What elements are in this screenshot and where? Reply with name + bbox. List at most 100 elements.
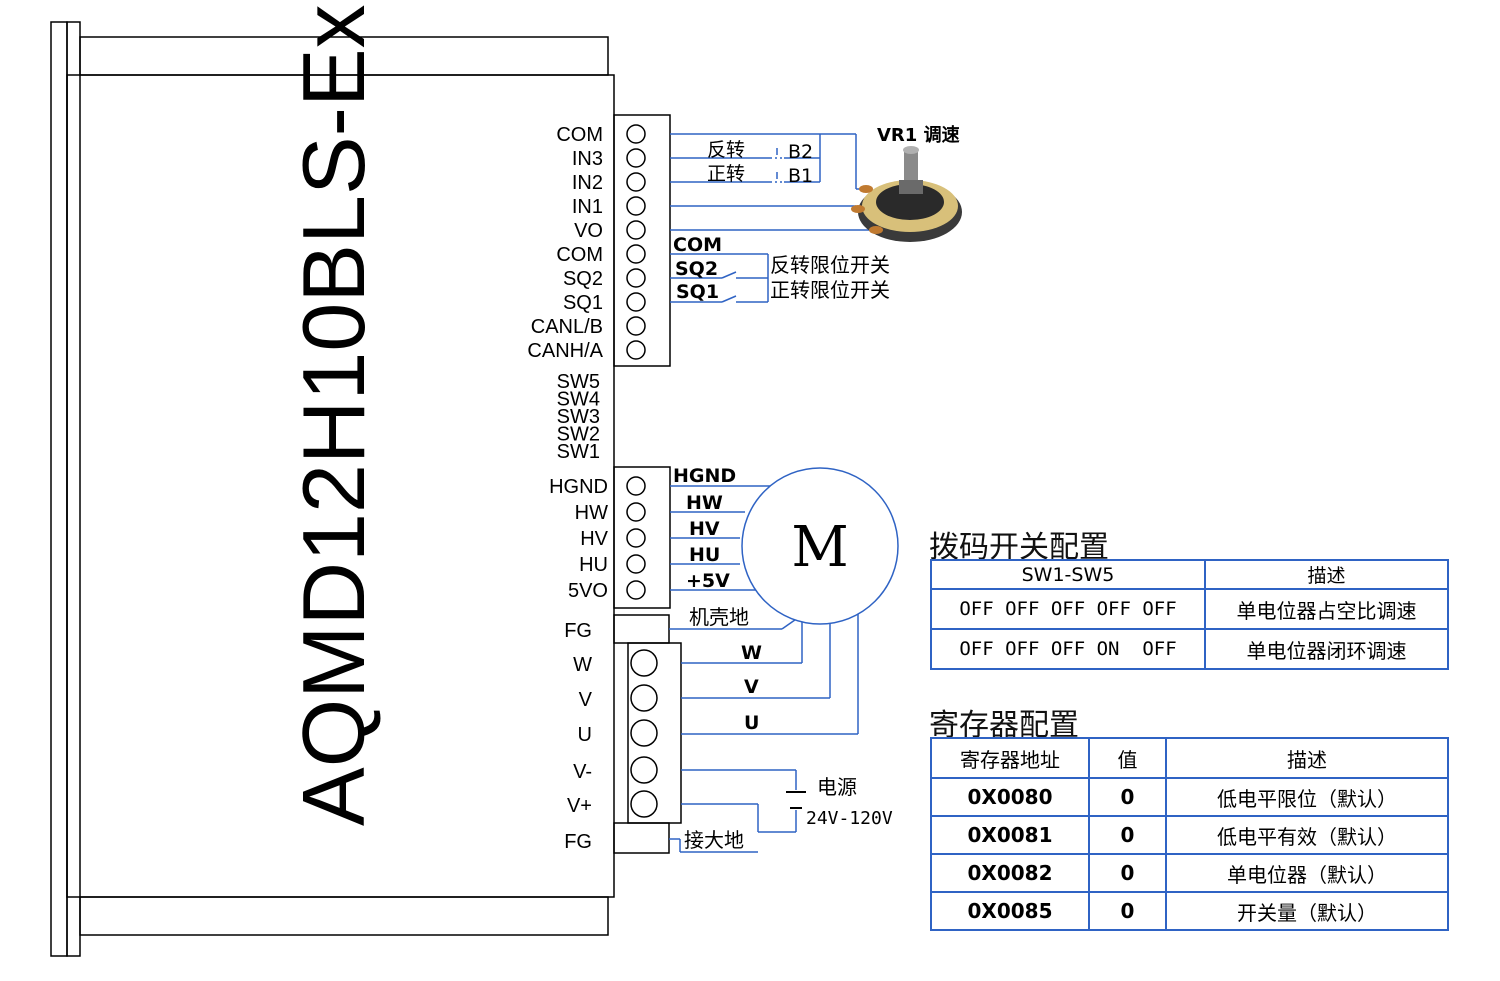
register-val: 0 [1088,853,1167,893]
pin-label: HGND [549,476,608,498]
label-sq2: SQ2 [675,258,718,280]
terminal-screw-icon [626,148,646,168]
label-com-limit: COM [673,234,722,256]
model-label: AQMD12H10BLS-Ex [284,4,383,826]
pin-label: HW [575,502,608,524]
terminal-screw-icon [626,292,646,312]
table-row: 0X0081 0 低电平有效（默认） [930,815,1449,855]
terminal-screw-icon [626,554,646,574]
register-desc: 低电平限位（默认） [1165,777,1449,817]
label-hall-hw: HW [686,492,723,514]
terminal-screw-icon [626,124,646,144]
motor-label: M [791,515,848,580]
motor-icon [741,467,899,625]
pin-label: IN3 [572,148,603,170]
label-reverse: 反转 [707,139,745,161]
label-power: 电源 [817,775,857,799]
table-header-row: SW1-SW5 描述 [930,559,1449,590]
terminal-screw-icon [626,196,646,216]
label-forward: 正转 [707,163,745,185]
header-desc: 描述 [1165,737,1449,779]
pin-label: HU [579,554,608,576]
label-reverse-limit: 反转限位开关 [770,253,890,277]
switch-label: SW5 [557,371,600,393]
switch-label: SW3 [557,406,600,428]
switch-label: SW4 [557,389,600,411]
label-phase-v: V [744,676,759,698]
terminal-screw-icon [626,316,646,336]
label-hall-hv: HV [689,518,720,540]
label-hall-5v: +5V [686,570,730,592]
header-val: 值 [1088,737,1167,779]
pin-label: U [578,724,592,746]
terminal-screw-icon [626,268,646,288]
terminal-screw-icon [626,244,646,264]
register-desc: 开关量（默认） [1165,891,1449,931]
pin-label: COM [556,244,603,266]
register-desc: 单电位器（默认） [1165,853,1449,893]
terminal-screw-icon [626,528,646,548]
pin-label: VO [574,220,603,242]
terminal-screw-icon [630,756,658,784]
label-b2: B2 [788,141,813,163]
power-supply-symbol [786,791,806,809]
terminal-screw-icon [626,340,646,360]
terminal-screw-icon [626,580,646,600]
pin-label: FG [564,831,592,853]
header-addr: 寄存器地址 [930,737,1090,779]
table-row: 0X0082 0 单电位器（默认） [930,853,1449,893]
terminal-screw-icon [630,684,658,712]
pin-label: SQ2 [563,268,603,290]
terminal-screw-icon [630,790,658,818]
table-row: OFF OFF OFF OFF OFF 单电位器占空比调速 [930,588,1449,630]
label-ground: 接大地 [684,828,744,852]
terminal-screw-icon [630,719,658,747]
register-addr: 0X0080 [930,777,1090,817]
pin-label: V- [573,761,592,783]
wires [669,133,874,853]
terminal-screw-icon [630,649,658,677]
pin-label: FG [564,620,592,642]
terminal-screw-icon [626,172,646,192]
pin-label: 5VO [568,580,608,602]
pin-label: IN1 [572,196,603,218]
switch-setting: OFF OFF OFF OFF OFF [930,588,1206,630]
pin-label: SQ1 [563,292,603,314]
label-phase-w: W [741,642,762,664]
switch-label: SW2 [557,424,600,446]
label-hall-hu: HU [689,544,720,566]
pin-label: CANL/B [531,316,603,338]
pin-label: W [573,654,592,676]
register-addr: 0X0082 [930,853,1090,893]
label-hall-hgnd: HGND [673,465,736,487]
pin-label: V+ [567,795,592,817]
header-desc: 描述 [1204,559,1449,590]
register-val: 0 [1088,815,1167,855]
label-sq1: SQ1 [676,281,719,303]
label-forward-limit: 正转限位开关 [770,278,890,302]
register-desc: 低电平有效（默认） [1165,815,1449,855]
wiring-labels: 反转 正转 B2 B1 VR1 调速 COM SQ2 SQ1 反转限位开关 正转… [673,124,960,852]
pin-label: IN2 [572,172,603,194]
table-header-row: 寄存器地址 值 描述 [930,737,1449,779]
switch-contacts [721,148,784,303]
table-row: 0X0080 0 低电平限位（默认） [930,777,1449,817]
label-phase-u: U [744,712,759,734]
terminal-screw-icon [626,476,646,496]
register-val: 0 [1088,891,1167,931]
register-addr: 0X0081 [930,815,1090,855]
register-val: 0 [1088,777,1167,817]
label-chassis: 机壳地 [689,605,749,629]
label-vr1: VR1 调速 [877,124,960,146]
register-config-table: 寄存器地址 值 描述 0X0080 0 低电平限位（默认） 0X0081 0 低… [930,737,1449,931]
potentiometer-icon [851,146,962,242]
table-row: OFF OFF OFF ON OFF 单电位器闭环调速 [930,628,1449,670]
pin-label: HV [580,528,608,550]
switch-config-table: SW1-SW5 描述 OFF OFF OFF OFF OFF 单电位器占空比调速… [930,559,1449,670]
switch-setting: OFF OFF OFF ON OFF [930,628,1206,670]
terminal-screw-icon [626,502,646,522]
